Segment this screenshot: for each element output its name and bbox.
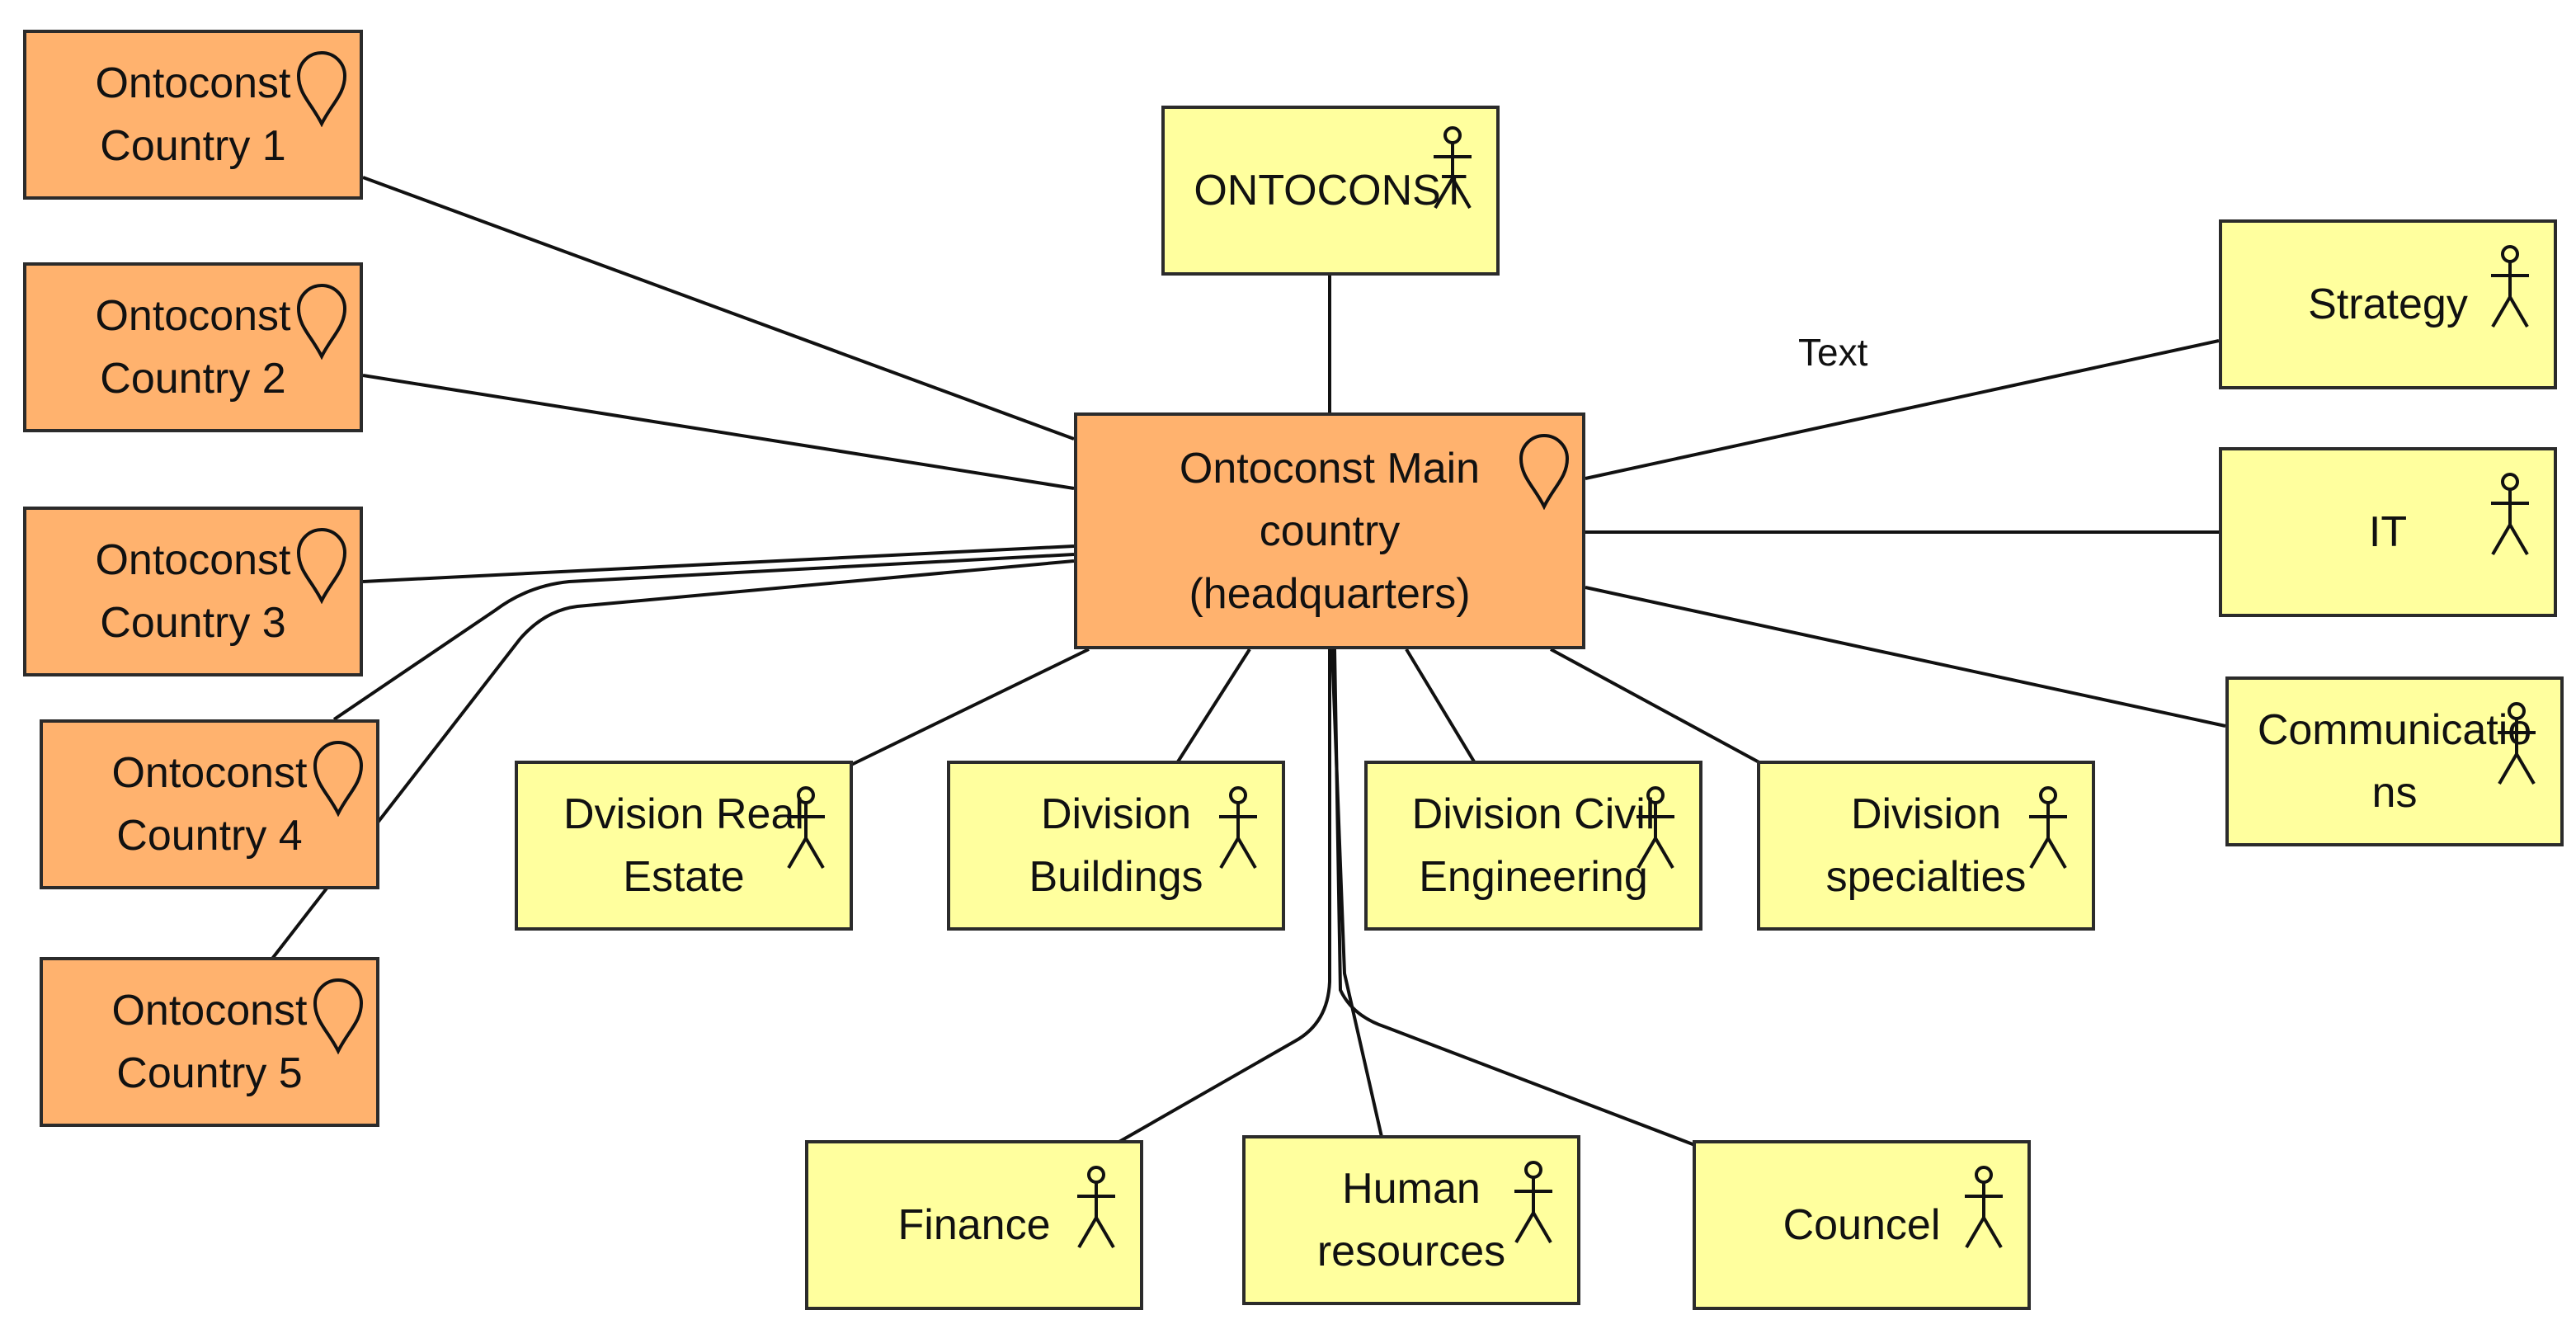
edge-main-strategy [1585, 339, 2220, 480]
edge-main-div-real-estate [849, 648, 1090, 767]
node-label: Councel [1782, 1201, 1941, 1249]
node-division-civil-engineering[interactable]: Division Civil Engineering [1364, 761, 1702, 931]
node-division-buildings[interactable]: Division Buildings [947, 761, 1285, 931]
node-label: Communicatio ns [2257, 706, 2532, 817]
node-label: Ontoconst Country 5 [111, 987, 308, 1097]
location-pin-icon [295, 49, 348, 127]
stick-figure-icon [2027, 785, 2069, 871]
node-label: Human resources [1316, 1165, 1506, 1275]
stick-figure-icon [2496, 701, 2537, 787]
node-label: IT [2368, 508, 2408, 556]
location-pin-icon [312, 739, 365, 817]
node-ontoconst[interactable]: ONTOCONST [1161, 106, 1500, 276]
node-label: Ontoconst Country 2 [95, 292, 291, 403]
node-division-specialties[interactable]: Division specialties [1757, 761, 2095, 931]
stick-figure-icon [1635, 785, 1676, 871]
node-it[interactable]: IT [2219, 447, 2557, 617]
node-councel[interactable]: Councel [1693, 1140, 2031, 1310]
edge-main-country5 [271, 559, 1075, 960]
node-label: Division Civil Engineering [1411, 790, 1655, 901]
node-label: Finance [897, 1201, 1051, 1249]
stick-figure-icon [785, 785, 826, 871]
node-label: Ontoconst Country 3 [95, 536, 291, 647]
stick-figure-icon [1076, 1165, 1117, 1251]
node-label: Dvision Real Estate [563, 790, 804, 901]
stick-figure-icon [1217, 785, 1259, 871]
edge-main-communications [1585, 586, 2226, 728]
edge-main-div-civil [1405, 648, 1478, 767]
node-label: Strategy [2308, 280, 2468, 328]
node-country-2[interactable]: Ontoconst Country 2 [23, 262, 363, 432]
location-pin-icon [295, 526, 348, 604]
node-label: ONTOCONST [1194, 167, 1467, 214]
node-label: Division Buildings [1029, 790, 1203, 901]
node-label: Ontoconst Country 1 [95, 59, 291, 170]
node-main-country[interactable]: Ontoconst Main country (headquarters) [1074, 412, 1585, 649]
node-human-resources[interactable]: Human resources [1242, 1135, 1580, 1305]
node-division-real-estate[interactable]: Dvision Real Estate [515, 761, 853, 931]
edge-main-div-specialties [1550, 648, 1766, 767]
stick-figure-icon [1963, 1165, 2004, 1251]
edge-main-country4 [332, 553, 1075, 721]
stick-figure-icon [1513, 1160, 1554, 1246]
edge-main-country3 [362, 544, 1075, 583]
stick-figure-icon [2489, 472, 2531, 558]
node-country-1[interactable]: Ontoconst Country 1 [23, 30, 363, 200]
edge-main-country2 [362, 374, 1075, 490]
location-pin-icon [295, 282, 348, 360]
node-label: Ontoconst Country 4 [111, 749, 308, 860]
node-label: Division specialties [1825, 790, 2027, 901]
location-pin-icon [1518, 432, 1571, 510]
node-country-4[interactable]: Ontoconst Country 4 [40, 719, 379, 889]
node-communications[interactable]: Communicatio ns [2225, 676, 2564, 846]
edge-main-councel [1333, 648, 1700, 1148]
node-country-3[interactable]: Ontoconst Country 3 [23, 507, 363, 676]
stick-figure-icon [1432, 125, 1473, 211]
node-finance[interactable]: Finance [805, 1140, 1143, 1310]
edge-main-country1 [362, 176, 1075, 441]
edge-main-div-buildings [1174, 648, 1251, 767]
node-country-5[interactable]: Ontoconst Country 5 [40, 957, 379, 1127]
location-pin-icon [312, 977, 365, 1054]
stick-figure-icon [2489, 244, 2531, 330]
node-strategy[interactable]: Strategy [2219, 219, 2557, 389]
edge-main-finance [1117, 649, 1331, 1144]
node-label: Ontoconst Main country (headquarters) [1179, 444, 1481, 618]
edge-label-main-strategy: Text [1798, 331, 1868, 374]
